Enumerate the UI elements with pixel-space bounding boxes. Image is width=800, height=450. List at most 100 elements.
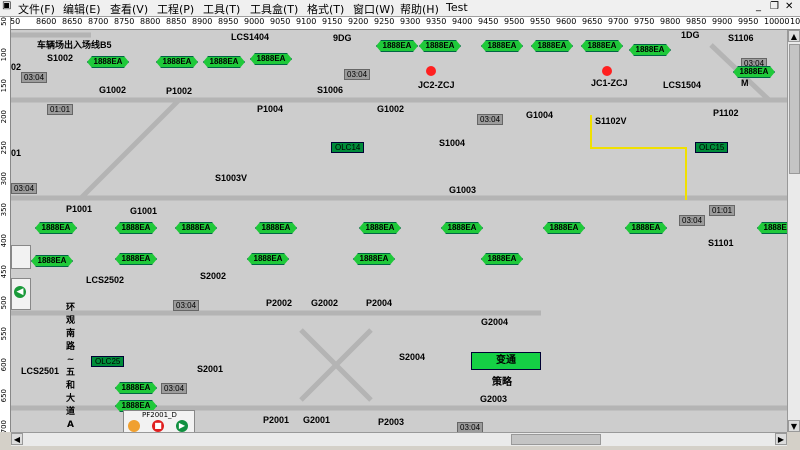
horizontal-scroll-thumb[interactable]	[511, 434, 601, 445]
train-badge[interactable]: 1888EA	[531, 40, 573, 52]
ruler-tick: 8750	[114, 17, 135, 26]
signal-s1102v-label: S1102V	[595, 116, 627, 126]
train-badge[interactable]: 1888EA	[115, 222, 157, 234]
ruler-tick: 450	[0, 265, 8, 279]
ruler-tick: 8700	[88, 17, 109, 26]
train-badge[interactable]: 1888EA	[115, 382, 157, 394]
train-badge[interactable]: 1888EA	[419, 40, 461, 52]
left-panel-stub[interactable]	[11, 245, 31, 269]
menu-bar: ▣ 文件(F) 编辑(E) 查看(V) 工程(P) 工具(T) 工具盒(T) 格…	[0, 0, 800, 17]
orange-status-icon	[128, 420, 140, 432]
signal-s2001-label: S2001	[197, 364, 224, 374]
menu-file[interactable]: 文件(F)	[18, 3, 55, 16]
road-char: 大	[65, 394, 75, 404]
ruler-tick: 9800	[660, 17, 681, 26]
olc14-box[interactable]: OLC14	[331, 142, 365, 153]
ruler-tick: 9300	[400, 17, 421, 26]
train-badge[interactable]: 1888EA	[543, 222, 585, 234]
train-badge[interactable]: 1888EA	[359, 222, 401, 234]
stop-icon[interactable]: ■	[152, 420, 164, 432]
train-badge[interactable]: 1888EA	[441, 222, 483, 234]
vertical-scrollbar[interactable]: ▲ ▼	[787, 30, 800, 432]
scroll-up-icon[interactable]: ▲	[788, 30, 800, 42]
train-badge[interactable]: 1888EA	[115, 253, 157, 265]
menu-view[interactable]: 查看(V)	[110, 3, 149, 16]
menu-project[interactable]: 工程(P)	[157, 3, 195, 16]
timer-c: 03:04	[344, 69, 371, 80]
ruler-tick: 9450	[478, 17, 499, 26]
vertical-scroll-thumb[interactable]	[789, 44, 800, 174]
ruler-tick: 8950	[218, 17, 239, 26]
point-p2001-label: P2001	[263, 415, 290, 425]
ruler-tick: 9350	[426, 17, 447, 26]
horizontal-scrollbar[interactable]: ◀ ▶	[11, 432, 787, 446]
pf2001-label: PF2001_D	[142, 411, 177, 419]
ruler-tick: 9050	[270, 17, 291, 26]
point-p1001-label: P1001	[66, 204, 93, 214]
menu-toolbox[interactable]: 工具盒(T)	[250, 3, 299, 16]
timer-b: 01:01	[47, 104, 74, 115]
train-badge[interactable]: 1888EA	[581, 40, 623, 52]
menu-test[interactable]: Test	[446, 1, 468, 14]
road-char: 五	[65, 368, 75, 378]
olc15-box[interactable]: OLC15	[695, 142, 729, 153]
pf2001-panel[interactable]: PF2001_D ■ ▶	[123, 410, 195, 432]
signal-s1002-label: S1002	[47, 53, 74, 63]
point-p2002-label: P2002	[266, 298, 293, 308]
point-p1102-label: P1102	[713, 108, 739, 118]
signal-s1004-label: S1004	[439, 138, 466, 148]
app-icon[interactable]: ▣	[2, 0, 12, 11]
road-char: 观	[65, 316, 75, 326]
menu-help[interactable]: 帮助(H)	[400, 3, 439, 16]
timer-k: 03:04	[457, 422, 484, 432]
go-icon[interactable]: ▶	[176, 420, 188, 432]
ruler-tick: 50	[0, 17, 8, 26]
signal-s1006-label: S1006	[317, 85, 344, 95]
point-p1004-label: P1004	[257, 104, 284, 114]
menu-window[interactable]: 窗口(W)	[353, 3, 395, 16]
close-button[interactable]: ✕	[785, 1, 794, 12]
left-nav-panel[interactable]: ◀	[11, 278, 31, 310]
train-badge[interactable]: 1888EA	[175, 222, 217, 234]
train-badge[interactable]: 1888EA	[203, 56, 245, 68]
train-badge[interactable]: 1888EA	[31, 255, 73, 267]
ruler-tick: 8850	[166, 17, 187, 26]
menu-format[interactable]: 格式(T)	[307, 3, 345, 16]
train-badge[interactable]: 1888EA	[625, 222, 667, 234]
train-badge[interactable]: 1888EA	[156, 56, 198, 68]
menu-edit[interactable]: 编辑(E)	[63, 3, 101, 16]
minimize-button[interactable]: _	[756, 1, 761, 12]
track-lines	[11, 32, 787, 411]
left-arrow-icon[interactable]: ◀	[14, 286, 26, 298]
train-badge[interactable]: 1888EA	[481, 253, 523, 265]
lcs1504-label: LCS1504	[663, 80, 702, 90]
ruler-tick: 8800	[140, 17, 161, 26]
train-badge[interactable]: 1888EA	[733, 66, 775, 78]
train-badge[interactable]: 1888EA	[629, 44, 671, 56]
track-g2003-label: G2003	[480, 394, 508, 404]
train-badge[interactable]: 1888EA	[247, 253, 289, 265]
train-badge[interactable]: 1888EA	[481, 40, 523, 52]
signal-s2002-label: S2002	[200, 271, 227, 281]
ruler-tick: 9550	[530, 17, 551, 26]
timer-d: 03:04	[477, 114, 504, 125]
train-badge[interactable]: 1888EA	[250, 53, 292, 65]
restore-button[interactable]: ❐	[770, 1, 779, 12]
train-badge[interactable]: 1888EA	[35, 222, 77, 234]
menu-tools[interactable]: 工具(T)	[203, 3, 241, 16]
scroll-left-icon[interactable]: ◀	[11, 433, 23, 445]
station-diagram-canvas[interactable]: 车辆场出入场线B5 S1002 02 LCS1404 9DG 1DG S1106…	[11, 30, 787, 432]
timer-f: 03:04	[11, 183, 38, 194]
red-indicators	[426, 66, 612, 76]
change-route-button[interactable]: 变通	[471, 352, 541, 370]
train-badge[interactable]: 1888EA	[255, 222, 297, 234]
train-badge[interactable]: 1888EA	[87, 56, 129, 68]
train-badge[interactable]: 1888EA	[376, 40, 418, 52]
olc25-box[interactable]: OLC25	[91, 356, 125, 367]
train-badge[interactable]: 1888EA	[353, 253, 395, 265]
ruler-tick: 10000	[764, 17, 790, 26]
scroll-right-icon[interactable]: ▶	[775, 433, 787, 445]
timer-a: 03:04	[21, 72, 48, 83]
scroll-down-icon[interactable]: ▼	[788, 420, 800, 432]
train-badge[interactable]: 1888EA	[757, 222, 787, 234]
